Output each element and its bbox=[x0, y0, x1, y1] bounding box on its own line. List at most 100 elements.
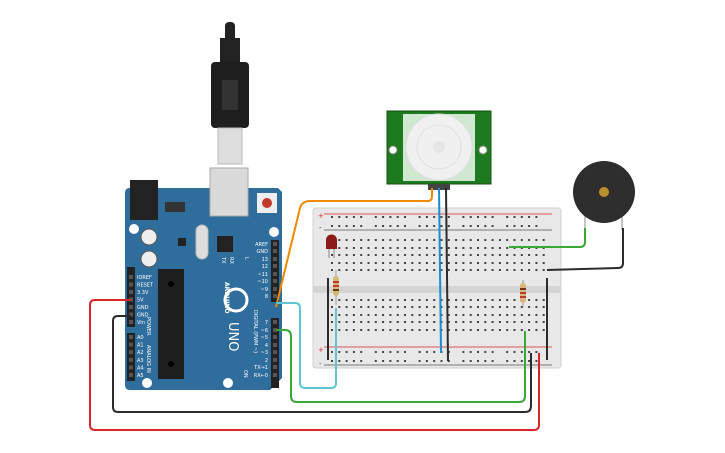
breadboard-hole[interactable] bbox=[360, 254, 363, 256]
power-pin[interactable] bbox=[129, 275, 133, 279]
breadboard-hole[interactable] bbox=[484, 314, 487, 316]
breadboard-hole[interactable] bbox=[477, 247, 479, 249]
breadboard-hole[interactable] bbox=[462, 299, 465, 301]
breadboard-hole[interactable] bbox=[418, 269, 421, 271]
breadboard-hole[interactable] bbox=[367, 329, 370, 331]
breadboard-hole[interactable] bbox=[404, 321, 406, 323]
breadboard-hole[interactable] bbox=[389, 360, 392, 362]
breadboard-hole[interactable] bbox=[404, 239, 406, 241]
breadboard-hole[interactable] bbox=[382, 299, 385, 301]
breadboard-hole[interactable] bbox=[477, 254, 479, 256]
breadboard-hole[interactable] bbox=[382, 262, 385, 264]
breadboard-hole[interactable] bbox=[520, 329, 523, 331]
breadboard-hole[interactable] bbox=[396, 239, 399, 241]
breadboard-hole[interactable] bbox=[389, 321, 392, 323]
breadboard-hole[interactable] bbox=[338, 262, 341, 264]
breadboard-hole[interactable] bbox=[469, 306, 472, 308]
breadboard-hole[interactable] bbox=[506, 239, 509, 241]
breadboard-hole[interactable] bbox=[396, 351, 399, 353]
breadboard-hole[interactable] bbox=[418, 225, 421, 227]
breadboard-hole[interactable] bbox=[506, 247, 509, 249]
breadboard-hole[interactable] bbox=[352, 216, 355, 218]
breadboard-hole[interactable] bbox=[396, 269, 399, 271]
breadboard-hole[interactable] bbox=[498, 262, 501, 264]
breadboard-hole[interactable] bbox=[447, 299, 450, 301]
breadboard-hole[interactable] bbox=[469, 351, 472, 353]
breadboard-hole[interactable] bbox=[352, 321, 355, 323]
wire-blue-pir-out[interactable] bbox=[438, 187, 442, 354]
breadboard-hole[interactable] bbox=[484, 321, 487, 323]
breadboard-hole[interactable] bbox=[396, 216, 399, 218]
breadboard-hole[interactable] bbox=[513, 351, 516, 353]
breadboard-hole[interactable] bbox=[345, 360, 348, 362]
digital-pin[interactable] bbox=[273, 257, 277, 261]
breadboard-hole[interactable] bbox=[396, 360, 399, 362]
breadboard-hole[interactable] bbox=[338, 306, 341, 308]
power-pin[interactable] bbox=[129, 282, 133, 287]
breadboard-hole[interactable] bbox=[374, 254, 377, 256]
breadboard-hole[interactable] bbox=[425, 254, 428, 256]
breadboard-hole[interactable] bbox=[528, 329, 531, 331]
breadboard-hole[interactable] bbox=[491, 239, 494, 241]
breadboard-hole[interactable] bbox=[425, 306, 428, 308]
breadboard-hole[interactable] bbox=[469, 247, 472, 249]
breadboard-hole[interactable] bbox=[477, 216, 479, 218]
breadboard-hole[interactable] bbox=[520, 351, 523, 353]
breadboard-hole[interactable] bbox=[331, 351, 333, 353]
breadboard-hole[interactable] bbox=[462, 247, 465, 249]
breadboard-hole[interactable] bbox=[520, 360, 523, 362]
breadboard-hole[interactable] bbox=[396, 321, 399, 323]
breadboard-hole[interactable] bbox=[352, 351, 355, 353]
breadboard-hole[interactable] bbox=[360, 247, 363, 249]
breadboard-hole[interactable] bbox=[389, 314, 392, 316]
breadboard-hole[interactable] bbox=[382, 239, 385, 241]
breadboard-hole[interactable] bbox=[542, 314, 545, 316]
breadboard-hole[interactable] bbox=[360, 306, 363, 308]
wire-cyan-pin8-led[interactable] bbox=[276, 302, 337, 389]
breadboard-hole[interactable] bbox=[491, 225, 494, 227]
breadboard-hole[interactable] bbox=[404, 351, 406, 353]
breadboard-hole[interactable] bbox=[433, 360, 436, 362]
breadboard-hole[interactable] bbox=[440, 216, 443, 218]
breadboard-hole[interactable] bbox=[374, 239, 377, 241]
power-pin[interactable] bbox=[129, 305, 133, 309]
breadboard-hole[interactable] bbox=[345, 225, 348, 227]
wire-orange-pin9-pir[interactable] bbox=[275, 188, 433, 308]
breadboard-hole[interactable] bbox=[433, 329, 436, 331]
breadboard-hole[interactable] bbox=[520, 321, 523, 323]
breadboard-hole[interactable] bbox=[418, 262, 421, 264]
breadboard-hole[interactable] bbox=[411, 247, 414, 249]
breadboard-hole[interactable] bbox=[396, 299, 399, 301]
breadboard-hole[interactable] bbox=[374, 329, 377, 331]
breadboard-hole[interactable] bbox=[528, 216, 531, 218]
breadboard-hole[interactable] bbox=[360, 314, 363, 316]
breadboard-hole[interactable] bbox=[331, 329, 333, 331]
breadboard-hole[interactable] bbox=[469, 254, 472, 256]
breadboard-hole[interactable] bbox=[462, 306, 465, 308]
breadboard-hole[interactable] bbox=[389, 247, 392, 249]
breadboard-hole[interactable] bbox=[462, 216, 465, 218]
breadboard-hole[interactable] bbox=[433, 351, 436, 353]
breadboard-hole[interactable] bbox=[528, 262, 531, 264]
breadboard-hole[interactable] bbox=[491, 269, 494, 271]
breadboard-hole[interactable] bbox=[345, 306, 348, 308]
breadboard-hole[interactable] bbox=[513, 216, 516, 218]
breadboard-hole[interactable] bbox=[374, 360, 377, 362]
breadboard-hole[interactable] bbox=[440, 225, 443, 227]
breadboard-hole[interactable] bbox=[338, 329, 341, 331]
breadboard-hole[interactable] bbox=[542, 269, 545, 271]
breadboard-hole[interactable] bbox=[382, 360, 385, 362]
breadboard-hole[interactable] bbox=[374, 299, 377, 301]
breadboard-hole[interactable] bbox=[477, 321, 479, 323]
digital-pin[interactable] bbox=[273, 242, 277, 246]
breadboard-hole[interactable] bbox=[352, 360, 355, 362]
digital-pin[interactable] bbox=[273, 249, 277, 253]
digital-pin[interactable] bbox=[273, 365, 277, 369]
breadboard-hole[interactable] bbox=[447, 254, 450, 256]
breadboard-hole[interactable] bbox=[477, 351, 479, 353]
breadboard-hole[interactable] bbox=[477, 239, 479, 241]
breadboard-hole[interactable] bbox=[433, 321, 436, 323]
breadboard-hole[interactable] bbox=[338, 321, 341, 323]
breadboard-hole[interactable] bbox=[498, 329, 501, 331]
breadboard-hole[interactable] bbox=[455, 254, 458, 256]
